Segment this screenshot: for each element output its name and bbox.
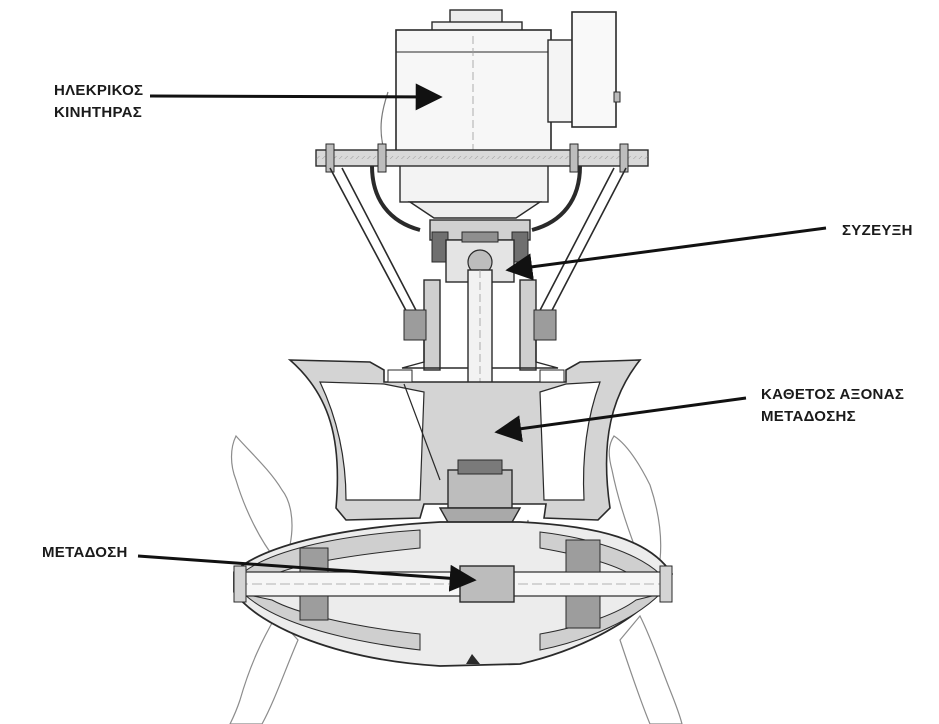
label-vertical-shaft-line2: ΜΕΤΑΔΟΣΗΣ <box>761 408 856 425</box>
label-vertical-shaft: ΚΑΘΕΤΟΣ ΑΞΟΝΑΣ ΜΕΤΑΔΟΣΗΣ <box>761 384 904 428</box>
label-electric-motor-line1: ΗΛΕΚΡΙΚΟΣ <box>54 82 144 99</box>
strut-housing <box>287 359 642 521</box>
support-struts <box>329 167 627 319</box>
pod-nacelle <box>233 521 674 667</box>
mounting-flange <box>315 143 649 232</box>
electric-motor <box>380 9 621 219</box>
label-electric-motor-line2: ΚΙΝΗΤΗΡΑΣ <box>54 104 143 121</box>
label-vertical-shaft-line1: ΚΑΘΕΤΟΣ ΑΞΟΝΑΣ <box>761 386 905 403</box>
label-transmission-line1: ΜΕΤΑΔΟΣΗ <box>42 544 128 561</box>
arrow-transmission <box>137 554 477 592</box>
label-coupling-line1: ΣΥΖΕΥΞΗ <box>842 222 913 239</box>
label-transmission: ΜΕΤΑΔΟΣΗ <box>42 542 128 564</box>
callout-arrows <box>137 83 827 592</box>
label-electric-motor: ΗΛΕΚΡΙΚΟΣ ΚΙΝΗΤΗΡΑΣ <box>54 80 143 124</box>
arrow-coupling <box>505 226 827 281</box>
arrow-motor <box>149 83 443 111</box>
label-coupling: ΣΥΖΕΥΞΗ <box>842 220 913 242</box>
arrow-shaft <box>494 396 747 443</box>
upper-column <box>401 279 559 371</box>
